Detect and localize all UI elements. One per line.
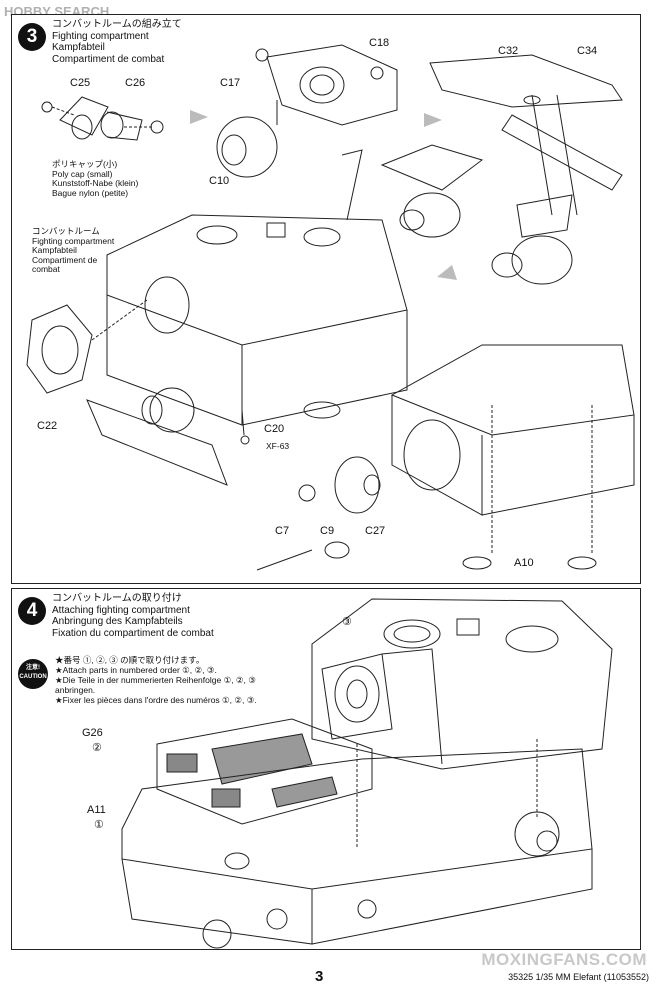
- step-4-number: 4: [18, 597, 46, 625]
- product-code: 35325 1/35 MM Elefant (11053552): [508, 972, 649, 982]
- label-c26: C26: [125, 77, 146, 89]
- label-c7: C7: [275, 525, 290, 537]
- step-3-assembly-drawing: [26, 44, 635, 571]
- polycap-de: Kunststoff-Nabe (klein): [52, 178, 139, 188]
- label-c22: C22: [37, 420, 58, 432]
- label-c34: C34: [577, 45, 598, 57]
- step-4-title-jp: コンバットルームの取り付け: [52, 593, 182, 604]
- label-c18: C18: [369, 37, 390, 49]
- compartment-en: Fighting compartment: [32, 235, 115, 246]
- caution-jp: 注意!: [26, 665, 40, 671]
- fighting-compartment-side-view-drawing: [256, 344, 635, 571]
- label-c9: C9: [320, 525, 335, 537]
- step-4-title-en: Attaching fighting compartment: [52, 604, 190, 616]
- label-c32: C32: [498, 45, 519, 57]
- polycap-fr: Bague nylon (petite): [52, 187, 129, 198]
- step-4-notes: ★番号 ①, ②, ③ の順で取り付けます。 ★Attach parts in …: [55, 655, 257, 705]
- label-g26: G26: [82, 727, 103, 739]
- c10-ball-mantlet-drawing: [216, 116, 278, 178]
- step-3-title-jp: コンバットルームの組み立て: [52, 19, 182, 30]
- label-a11: A11: [87, 804, 106, 816]
- note-de-1: ★Die Teile in der nummerierten Reihenfol…: [55, 675, 256, 685]
- arrow-right-1: [190, 110, 208, 124]
- caution-badge: 注意! CAUTION: [18, 659, 48, 689]
- label-c25: C25: [70, 77, 91, 89]
- step-4-title: コンバットルームの取り付け Attaching fighting compart…: [52, 593, 214, 639]
- label-xf63: XF-63: [266, 441, 290, 451]
- note-jp: ★番号 ①, ②, ③ の順で取り付けます。: [55, 655, 205, 665]
- step-3-title-fr: Compartiment de combat: [52, 53, 165, 65]
- step-4-assembly-drawing: [121, 598, 613, 949]
- polycap-en: Poly cap (small): [52, 168, 113, 179]
- step-3-title-de: Kampfabteil: [52, 42, 105, 53]
- page-number: 3: [315, 968, 324, 985]
- upper-fighting-compartment-drawing: [311, 598, 613, 770]
- arrow-right-2: [424, 113, 442, 127]
- label-a11-order: ①: [94, 819, 104, 831]
- note-fr: ★Fixer les pièces dans l'ordre des numér…: [55, 695, 257, 705]
- label-c27: C27: [365, 525, 386, 537]
- compartment-fr-2: combat: [32, 264, 60, 274]
- step-4-title-fr: Fixation du compartiment de combat: [52, 627, 214, 639]
- step-3-title: コンバットルームの組み立て Fighting compartment Kampf…: [52, 19, 182, 65]
- note-en: ★Attach parts in numbered order ①, ②, ③.: [55, 665, 217, 675]
- step-3-title-en: Fighting compartment: [52, 30, 149, 42]
- step-4-title-de: Anbringung des Kampfabteils: [52, 616, 183, 627]
- label-c17: C17: [220, 77, 241, 89]
- compartment-jp: コンバットルーム: [32, 226, 100, 236]
- step-3-panel: 3 コンバットルームの組み立て Fighting compartment Kam…: [11, 14, 641, 584]
- g26-deck-plate-drawing: [156, 718, 373, 825]
- polycap-note: ポリキャップ(小) Poly cap (small) Kunststoff-Na…: [52, 159, 139, 198]
- compartment-fr-1: Compartiment de: [32, 254, 98, 265]
- label-order-3: ③: [342, 616, 352, 628]
- note-de-2: anbringen.: [55, 685, 96, 695]
- c25-c26-part-drawing: [41, 96, 164, 141]
- watermark-moxingfans: MOXINGFANS.COM: [481, 950, 647, 969]
- label-c20: C20: [264, 423, 285, 435]
- arrow-down-left: [437, 265, 457, 280]
- label-g26-order: ②: [92, 742, 102, 754]
- polycap-jp: ポリキャップ(小): [52, 159, 118, 169]
- label-c10: C10: [209, 175, 230, 187]
- compartment-note: コンバットルーム Fighting compartment Kampfabtei…: [32, 226, 115, 275]
- fighting-compartment-hull-drawing: [26, 149, 408, 486]
- c32-c34-assembly-drawing: [380, 54, 623, 285]
- compartment-de: Kampfabteil: [32, 245, 77, 255]
- step-4-panel: 4 コンバットルームの取り付け Attaching fighting compa…: [11, 588, 641, 950]
- step-3-number: 3: [18, 23, 46, 51]
- label-a10: A10: [514, 557, 534, 569]
- caution-en: CAUTION: [19, 674, 47, 680]
- lower-hull-chassis-drawing: [121, 739, 593, 949]
- c17-c18-mount-drawing: [255, 44, 398, 126]
